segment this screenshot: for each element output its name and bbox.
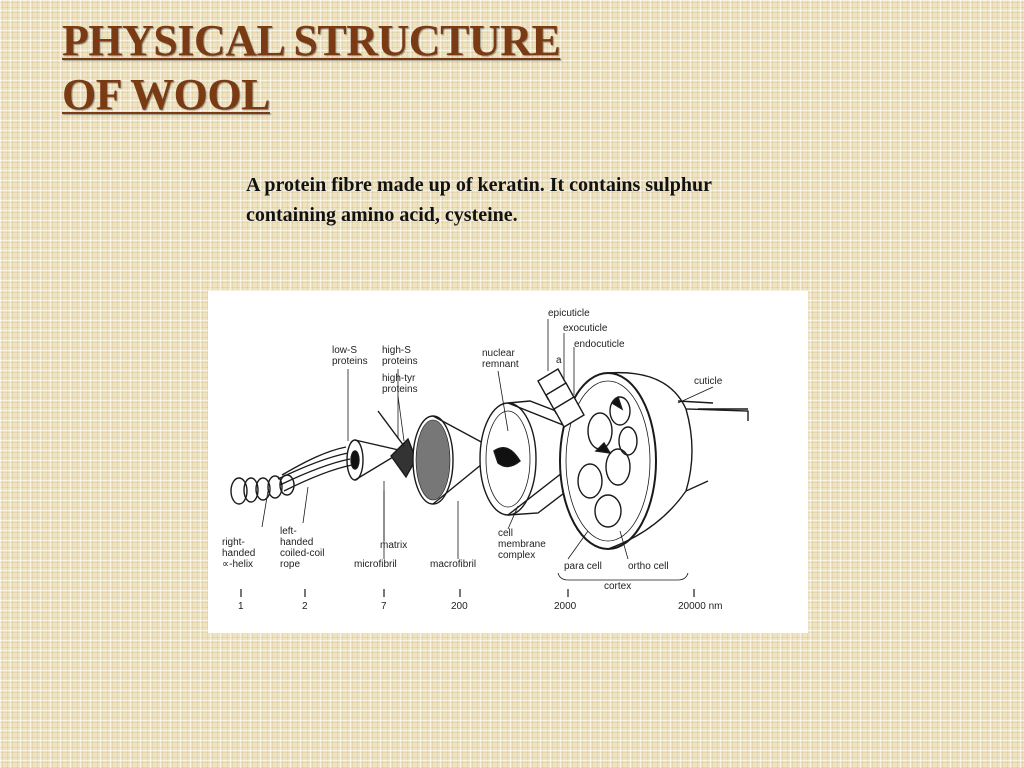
- slide-title: PHYSICAL STRUCTURE OF WOOL: [62, 14, 561, 122]
- label-microfibril: microfibril: [354, 559, 397, 570]
- diagram-svg: epicuticle exocuticle endocuticle a cuti…: [222, 308, 749, 612]
- scale-label-2: 2: [302, 601, 308, 612]
- label-high-tyr-1: high-tyr: [382, 373, 416, 384]
- coiled-coil-rope-shape: [277, 446, 353, 492]
- label-cell-membrane-2: membrane: [498, 539, 546, 550]
- label-a: a: [556, 355, 562, 366]
- alpha-helix-shape: [230, 474, 295, 505]
- leader-lines: [261, 319, 714, 581]
- label-exocuticle: exocuticle: [563, 323, 608, 334]
- label-low-s-1: low-S: [332, 345, 357, 356]
- label-cortex: cortex: [604, 581, 631, 592]
- label-nuclear-2: remnant: [482, 359, 519, 370]
- scale-label-1: 1: [238, 601, 244, 612]
- label-nuclear-1: nuclear: [482, 348, 515, 359]
- title-line-1: PHYSICAL STRUCTURE: [62, 16, 561, 65]
- scale-label-4: 200: [451, 601, 468, 612]
- label-low-s-2: proteins: [332, 356, 368, 367]
- scale-label-6: 20000 nm: [678, 601, 722, 612]
- label-left-rope-1: left-: [280, 526, 297, 537]
- matrix-shape: [377, 410, 417, 479]
- title-line-2: OF WOOL: [62, 70, 270, 119]
- label-left-rope-3: coiled-coil: [280, 548, 324, 559]
- scale-label-3: 7: [381, 601, 387, 612]
- label-right-helix-2: handed: [222, 548, 255, 559]
- scale-label-5: 2000: [554, 601, 577, 612]
- label-endocuticle: endocuticle: [574, 339, 625, 350]
- label-left-rope-4: rope: [280, 559, 300, 570]
- label-cuticle: cuticle: [694, 376, 723, 387]
- cuticle-shape: [537, 368, 749, 550]
- label-matrix: matrix: [380, 540, 407, 551]
- label-high-tyr-2: proteins: [382, 384, 418, 395]
- label-high-s-2: proteins: [382, 356, 418, 367]
- label-cell-membrane-3: complex: [498, 550, 535, 561]
- macrofibril-shape: [412, 415, 500, 505]
- label-right-helix-3: ∝-helix: [222, 559, 253, 570]
- cortex-shape: [559, 372, 657, 550]
- description-text: A protein fibre made up of keratin. It c…: [246, 174, 712, 226]
- label-cell-membrane-1: cell: [498, 528, 513, 539]
- scale-ticks: [240, 589, 695, 597]
- label-high-s-1: high-S: [382, 345, 411, 356]
- label-para-cell: para cell: [564, 561, 602, 572]
- label-epicuticle: epicuticle: [548, 308, 590, 319]
- label-ortho-cell: ortho cell: [628, 561, 669, 572]
- label-left-rope-2: handed: [280, 537, 313, 548]
- label-right-helix-1: right-: [222, 537, 245, 548]
- wool-structure-diagram: epicuticle exocuticle endocuticle a cuti…: [208, 291, 808, 633]
- label-macrofibril: macrofibril: [430, 559, 476, 570]
